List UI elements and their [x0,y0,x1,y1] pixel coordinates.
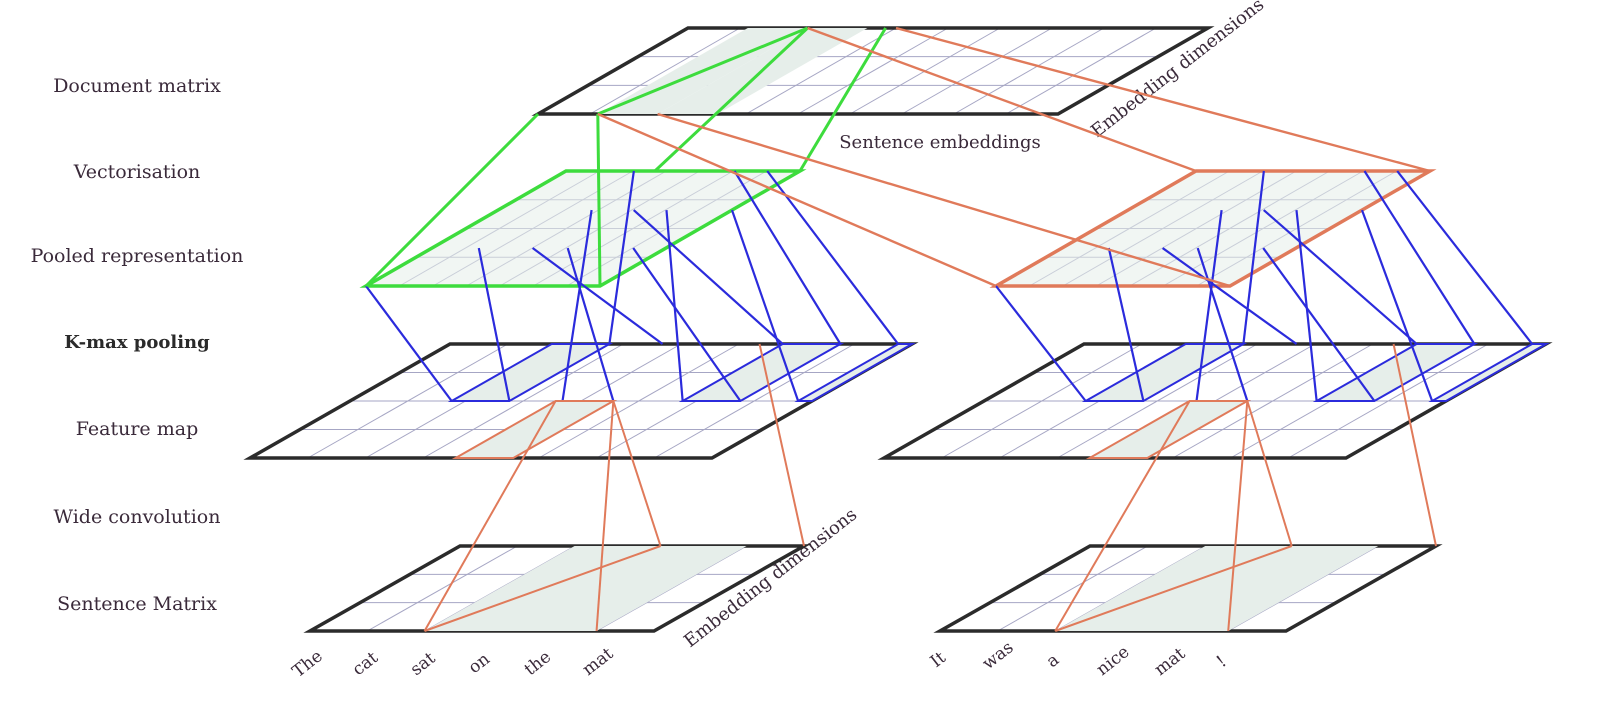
word-left-3: sat [407,648,440,680]
sentence-matrix-right [933,544,1443,633]
feature-map-right [877,342,1553,460]
orange-link-4 [895,26,1431,173]
right-conv-link-4 [1392,343,1437,547]
right-kmax-link-6 [1262,247,1376,402]
left-kmax-link-1 [365,285,453,402]
right-kmax-link-2 [1107,247,1145,402]
left-kmax-link-12 [531,247,664,345]
word-left-2: cat [349,648,382,680]
right-kmax-link-1 [995,285,1087,402]
word-right-2: was [979,638,1018,674]
orange-link-3 [807,26,1197,173]
right-kmax-link-12 [1161,247,1298,345]
pooled-representation-right [989,169,1437,288]
right-kmax-link-8 [1396,170,1534,345]
word-left-6: mat [579,644,618,680]
label-document-matrix: Document matrix [53,75,221,97]
word-right-4: nice [1093,642,1134,680]
word-right-6: ! [1213,652,1231,672]
label-sentence-matrix: Sentence Matrix [57,593,217,615]
label-pooled-representation: Pooled representation [31,245,244,267]
orange-link-1 [597,112,997,288]
right-conv-link-1 [1054,400,1191,632]
orange-link-2 [657,112,1231,288]
left-kmax-link-2 [477,247,511,402]
green-link-3 [653,26,809,173]
right-kmax-box-3 [1428,343,1550,402]
embedding-dimensions-bottom-label: Embedding dimensions [680,504,861,652]
right-conv-link-3 [1246,400,1293,547]
document-matrix-layer [531,26,1215,116]
word-left-4: on [465,649,494,678]
right-kmax-link-3 [1195,209,1223,402]
green-link-5 [597,26,809,116]
left-kmax-link-3 [561,209,593,402]
sentence-matrix-left-window [424,546,747,631]
sentence-embeddings-label: Sentence embeddings [839,132,1041,153]
word-left-1: The [289,646,327,682]
pooled-left-shading [366,171,800,286]
word-right-5: mat [1151,644,1190,680]
left-conv-link-1 [423,400,557,632]
left-conv-link-5 [424,545,661,632]
left-kmax-link-10 [733,170,842,345]
pooled-right-shading [996,171,1430,286]
label-feature-map: Feature map [76,418,198,440]
word-right-1: It [927,648,950,672]
label-vectorisation: Vectorisation [73,161,201,183]
sentence-matrix-right-window [1055,546,1379,631]
right-kmax-link-10 [1363,170,1476,345]
label-kmax-pooling: K-max pooling [64,332,210,353]
left-kmax-link-8 [766,170,900,345]
right-kmax-link-7 [1360,209,1434,402]
left-kmax-box-3 [794,343,916,402]
right-kmax-link-4 [1196,247,1249,402]
left-kmax-link-7 [730,209,800,402]
word-right-3: a [1043,650,1063,672]
left-conv-link-3 [612,400,662,547]
right-kmax-link-11 [1242,170,1265,345]
pooled-representation-left [359,169,807,288]
left-kmax-link-11 [608,170,635,345]
right-kmax-link-9 [1262,209,1418,345]
left-kmax-link-6 [632,247,742,402]
green-link-2 [596,113,602,287]
left-conv-link-4 [758,343,805,547]
right-conv-link-5 [1054,545,1293,632]
left-kmax-link-9 [632,209,784,345]
left-conv-link-2 [595,400,615,632]
label-wide-convolution: Wide convolution [54,506,221,528]
left-kmax-link-4 [566,247,615,402]
right-conv-link-2 [1227,400,1249,632]
green-link-1 [364,112,540,288]
word-left-5: the [521,647,555,680]
